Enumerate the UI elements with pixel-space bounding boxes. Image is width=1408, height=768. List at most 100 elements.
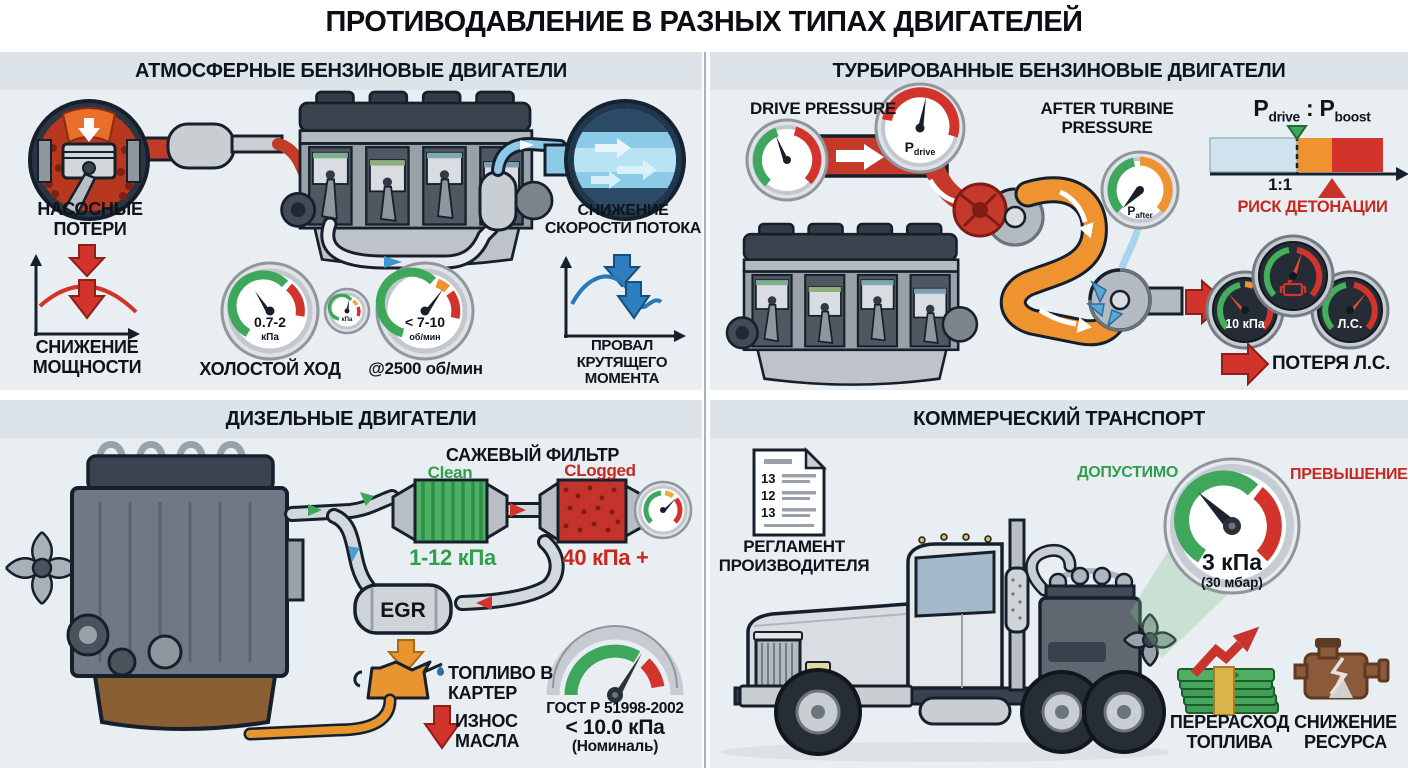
drive-pressure-label: DRIVE PRESSURE [749,99,896,118]
regulation-label: РЕГЛАМЕНТ ПРОИЗВОДИТЕЛЯ [718,537,870,575]
idle-label: ХОЛОСТОЙ ХОД [199,359,341,379]
doc-line-1: 13 [761,471,775,486]
gauge-unit: об/мин [409,332,440,342]
torque-dip-label: ПРОВАЛ КРУТЯЩЕГО МОМЕНТА [576,337,668,387]
gauge-value: < 7-10 [405,314,445,330]
ratio-bar-chart [1209,125,1408,198]
regulation-document-icon: 13 12 13 [752,446,828,537]
quadrant-divider [704,52,706,768]
check-engine-icon [1279,279,1307,297]
oil-pipe [246,696,394,738]
fuel-to-crankcase-label: ТОПЛИВО В КАРТЕР [448,663,553,703]
torque-dip-chart [560,256,686,342]
gost-value-label: < 10.0 кПа [565,716,665,739]
gost-gauge [546,625,684,703]
hp-loss-label: ПОТЕРЯ Л.С. [1272,353,1391,374]
gauge-value: 3 кПа [1202,549,1262,575]
fuel-overconsumption-label: ПЕРЕРАСХОД ТОПЛИВА [1169,712,1290,752]
pumping-losses-label: НАСОСНЫЕ ПОТЕРИ [37,199,143,239]
rising-cost-arrow-icon [1190,640,1244,678]
second-turbo-icon [1085,268,1184,332]
gauge-unit: кПа [342,317,353,323]
down-arrow-icon [67,244,107,278]
gauge-value: 10 кПа [1225,317,1266,331]
p-after-sub: after [1135,211,1152,220]
atmospheric-illustration: 0.7-2 кПа кПа < 7-10 [28,90,686,361]
svg-text:Pdrive: Pdrive [905,139,936,157]
panel-turbo: ТУРБИРОВАННЫЕ БЕНЗИНОВЫЕ ДВИГАТЕЛИ [710,52,1408,390]
p-after-gauge: Pafter [1100,150,1180,230]
panel-atmospheric: АТМОСФЕРНЫЕ БЕНЗИНОВЫЕ ДВИГАТЕЛИ [0,52,702,390]
ratio-colon: : [1306,95,1314,121]
power-drop-label: СНИЖЕНИЕ МОЩНОСТИ [32,337,142,377]
flow-drop-label: СНИЖЕНИЕ СКОРОСТИ ПОТОКА [544,202,702,237]
diesel-illustration: EGR [5,441,693,750]
red-down-arrow-icon [423,705,461,750]
dpf-gauge [633,480,693,540]
diesel-engine-illustration [5,441,305,731]
detonation-marker-icon [1318,178,1346,198]
down-arrow-icon [602,254,642,288]
vertical-muffler-icon [478,170,518,232]
muffler-icon [166,122,236,170]
truck-illustration [720,518,1177,762]
panel-commercial-header: КОММЕРЧЕСКИЙ ТРАНСПОРТ [710,400,1408,438]
p-after-main: P [1127,204,1135,218]
svg-text:Pafter: Pafter [1127,204,1152,220]
dpf-clean-label: Clean [427,463,473,482]
rpm-label: @2500 об/мин [368,359,483,378]
idle-pressure-gauge: 0.7-2 кПа [220,261,320,361]
after-turbine-label: AFTER TURBINE PRESSURE [1040,99,1174,137]
p-drive-main: P [905,139,914,155]
panel-commercial: КОММЕРЧЕСКИЙ ТРАНСПОРТ 13 12 13 [710,400,1408,768]
doc-line-3: 13 [761,505,775,520]
panel-turbo-header: ТУРБИРОВАННЫЕ БЕНЗИНОВЫЕ ДВИГАТЕЛИ [710,52,1408,90]
p-drive-sub: drive [914,147,936,157]
egr-label: EGR [380,599,426,622]
panel-diesel-header: ДИЗЕЛЬНЫЕ ДВИГАТЕЛИ [0,400,702,438]
worn-engine-icon [1293,638,1390,700]
gauge-value: Л.С. [1338,317,1363,331]
oil-wear-label: ИЗНОС МАСЛА [455,711,520,751]
panel-diesel: ДИЗЕЛЬНЫЕ ДВИГАТЕЛИ [0,400,702,768]
egr-icon: EGR [353,583,453,635]
page-title: ПРОТИВОДАВЛЕНИЕ В РАЗНЫХ ТИПАХ ДВИГАТЕЛЕ… [325,6,1083,38]
flow-arrow-icon [384,256,402,268]
engine-warning-gauge [1251,234,1335,318]
ratio-p2: P [1319,95,1335,121]
commercial-illustration: 13 12 13 [720,446,1390,762]
mini-gauge: кПа [323,287,371,335]
money-icon [1177,626,1279,716]
turbocharger-icon [952,182,1045,247]
dpf-title-label: САЖЕВЫЙ ФИЛЬТР [445,445,620,465]
gost-standard-label: ГОСТ Р 51998-2002 [546,700,684,717]
exceeded-label: ПРЕВЫШЕНИЕ [1290,466,1408,483]
pressure-tap-line [1118,227,1142,270]
dpf-clean-value: 1-12 кПа [409,545,496,570]
allowed-label: ДОПУСТИМО [1077,464,1178,481]
rpm-pressure-gauge: < 7-10 об/мин [375,261,475,361]
ratio-formula: Pdrive : Pboost [1222,95,1402,125]
doc-line-2: 12 [761,488,775,503]
dpf-clogged-icon [538,478,646,544]
flow-cutaway-icon [543,99,686,221]
panel-atmospheric-header: АТМОСФЕРНЫЕ БЕНЗИНОВЫЕ ДВИГАТЕЛИ [0,52,702,90]
detonation-risk-label: РИСК ДЕТОНАЦИИ [1237,198,1388,216]
orange-down-arrow-icon [386,639,426,674]
ratio-p1: P [1253,95,1269,121]
p-drive-gauge: Pdrive [874,82,966,174]
gauge-unit: кПа [261,332,279,343]
dpf-clogged-label: CLogged [564,461,636,480]
power-drop-chart [30,254,140,340]
ratio-mark-label: 1:1 [1268,175,1292,194]
ratio-marker-icon [1286,125,1308,141]
gauge-value: 0.7-2 [254,314,286,330]
ratio-drive-sub: drive [1268,109,1300,125]
gost-note-label: (Номиналь) [571,738,659,755]
boost-pipe [1002,179,1127,344]
ratio-boost-sub: boost [1334,109,1371,125]
drive-pressure-gauge [745,118,829,202]
commercial-gauge: 3 кПа (30 мбар) [1163,457,1301,595]
resource-reduction-label: СНИЖЕНИЕ РЕСУРСА [1294,712,1397,752]
